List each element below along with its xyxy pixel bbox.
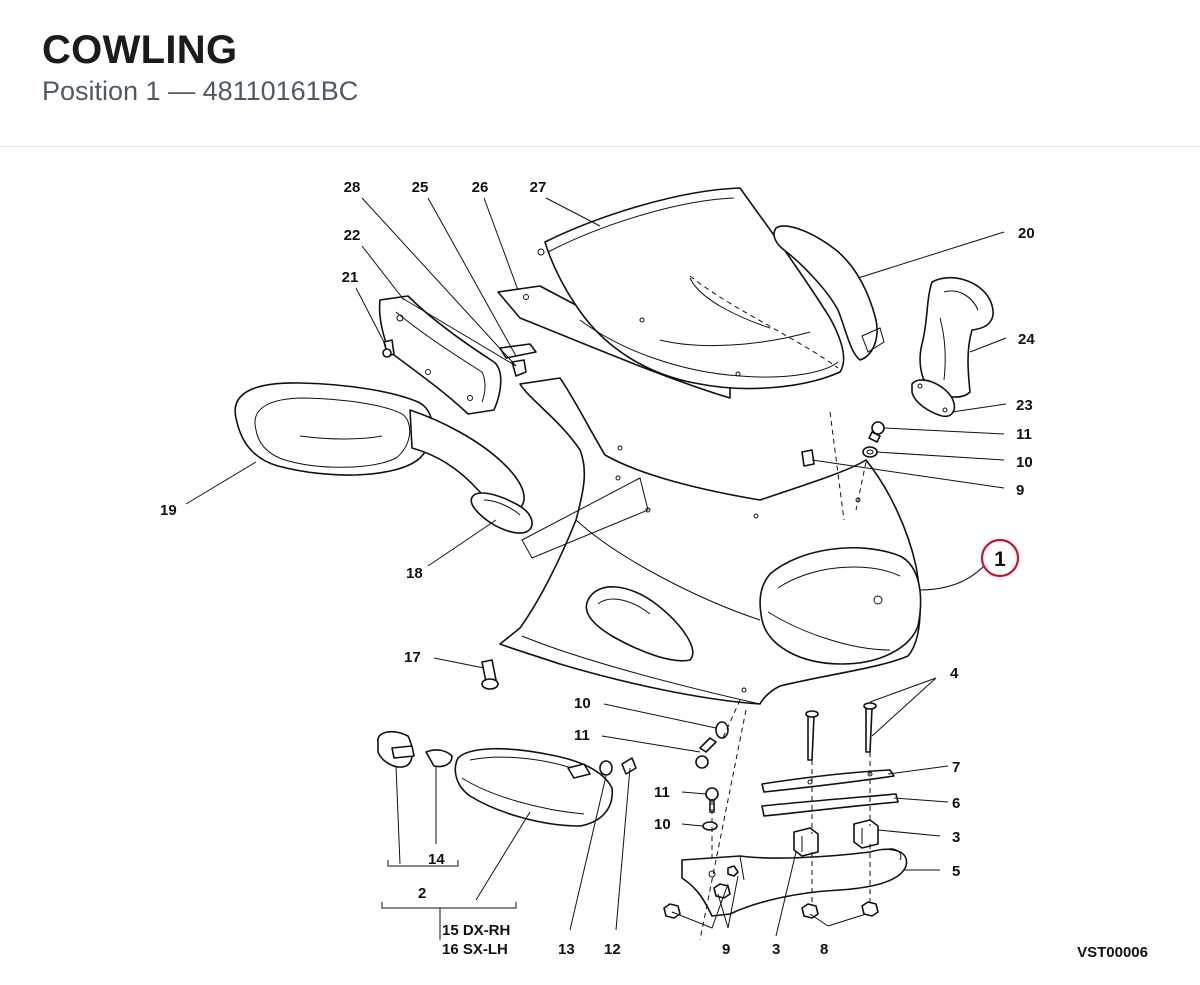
callout-13: 13 xyxy=(558,941,575,958)
part-washer-10-lower[interactable] xyxy=(702,821,718,831)
callout-16: 16 SX-LH xyxy=(442,941,508,958)
part-clip-26[interactable] xyxy=(499,343,537,359)
part-screw-17[interactable] xyxy=(481,659,499,690)
part-nut-9-lower-left[interactable] xyxy=(663,903,681,919)
part-panel-right[interactable] xyxy=(773,225,885,361)
exploded-parts-diagram: 28 25 26 27 22 21 20 24 23 11 10 9 19 18… xyxy=(160,179,1148,961)
part-mirror-right[interactable] xyxy=(919,276,994,398)
callout-28: 28 xyxy=(344,179,361,196)
part-rubber-3-rear[interactable] xyxy=(853,819,879,849)
callout-1-highlight[interactable]: 1 xyxy=(980,538,1020,578)
callout-25: 25 xyxy=(412,179,429,196)
callout-21: 21 xyxy=(342,269,359,286)
callout-10-mid: 10 xyxy=(574,695,591,712)
part-mirror-gasket[interactable] xyxy=(470,492,533,534)
leader-lines xyxy=(185,197,1007,940)
callout-24: 24 xyxy=(1018,331,1035,348)
part-nut-8-right[interactable] xyxy=(861,901,879,917)
callout-2: 2 xyxy=(418,885,426,902)
callout-10-upper: 10 xyxy=(1016,454,1033,471)
callout-6: 6 xyxy=(952,795,960,812)
callout-7: 7 xyxy=(952,759,960,776)
callout-17: 17 xyxy=(404,649,421,666)
part-screw-11-mid[interactable] xyxy=(695,737,717,769)
callout-9-lower: 9 xyxy=(722,941,730,958)
part-rubber-3-front[interactable] xyxy=(793,827,819,857)
callout-10-lower: 10 xyxy=(654,816,671,833)
dash-axis-upper-2 xyxy=(855,461,867,511)
part-nut-9-upper[interactable] xyxy=(801,449,815,467)
part-screws-4[interactable] xyxy=(805,702,877,761)
callout-15: 15 DX-RH xyxy=(442,922,510,939)
part-mirror-gasket-right[interactable] xyxy=(911,379,956,418)
callout-26: 26 xyxy=(472,179,489,196)
callout-3-lower: 3 xyxy=(772,941,780,958)
callout-18: 18 xyxy=(406,565,423,582)
part-nut-25[interactable] xyxy=(511,359,527,377)
part-indicator-lens[interactable] xyxy=(454,747,613,827)
part-indicator-holder[interactable] xyxy=(377,730,415,768)
callout-12: 12 xyxy=(604,941,621,958)
part-support-5[interactable] xyxy=(681,848,908,917)
callout-5: 5 xyxy=(952,863,960,880)
leader-mount-zone xyxy=(521,477,649,559)
callout-27: 27 xyxy=(530,179,547,196)
callout-3-right: 3 xyxy=(952,829,960,846)
page-title: COWLING xyxy=(42,28,238,72)
dash-axis-upper xyxy=(829,411,845,521)
part-nut-13[interactable] xyxy=(599,760,613,776)
callout-8: 8 xyxy=(820,941,828,958)
callout-11-upper: 11 xyxy=(1016,426,1032,443)
callout-19: 19 xyxy=(160,502,177,519)
callout-11-mid: 11 xyxy=(574,727,590,744)
part-fairing-main[interactable] xyxy=(499,377,922,705)
part-washer-10-mid[interactable] xyxy=(715,721,729,739)
part-bulb-14[interactable] xyxy=(425,749,453,768)
callout-23: 23 xyxy=(1016,397,1033,414)
part-mirror-left[interactable] xyxy=(234,382,525,511)
page-subtitle: Position 1 — 48110161BC xyxy=(42,76,359,106)
page-header: COWLING Position 1 — 48110161BC xyxy=(0,0,1200,147)
reference-code: VST00006 xyxy=(1077,944,1148,961)
part-strip-6[interactable] xyxy=(761,793,899,817)
callout-14: 14 xyxy=(428,851,445,868)
callout-labels: 28 25 26 27 22 21 20 24 23 11 10 9 19 18… xyxy=(160,179,1035,958)
part-nut-8-left[interactable] xyxy=(801,903,819,919)
part-screw-11-upper[interactable] xyxy=(868,421,885,443)
part-nut-9-lower-top[interactable] xyxy=(727,865,739,877)
highlight-ring xyxy=(980,538,1020,578)
dash-axis-mid xyxy=(721,699,741,741)
callout-1: 1 xyxy=(994,548,1006,571)
part-strip-7[interactable] xyxy=(761,769,895,793)
part-screw-21[interactable] xyxy=(382,339,395,358)
part-washer-10-upper[interactable] xyxy=(862,446,878,458)
callout-9-upper: 9 xyxy=(1016,482,1024,499)
callout-11-lower: 11 xyxy=(654,784,670,801)
part-screw-12[interactable] xyxy=(621,757,637,775)
part-windscreen[interactable] xyxy=(537,187,845,390)
dash-axis-lower xyxy=(699,709,747,941)
callout-20: 20 xyxy=(1018,225,1035,242)
callout-22: 22 xyxy=(344,227,361,244)
callout-4: 4 xyxy=(950,665,959,682)
